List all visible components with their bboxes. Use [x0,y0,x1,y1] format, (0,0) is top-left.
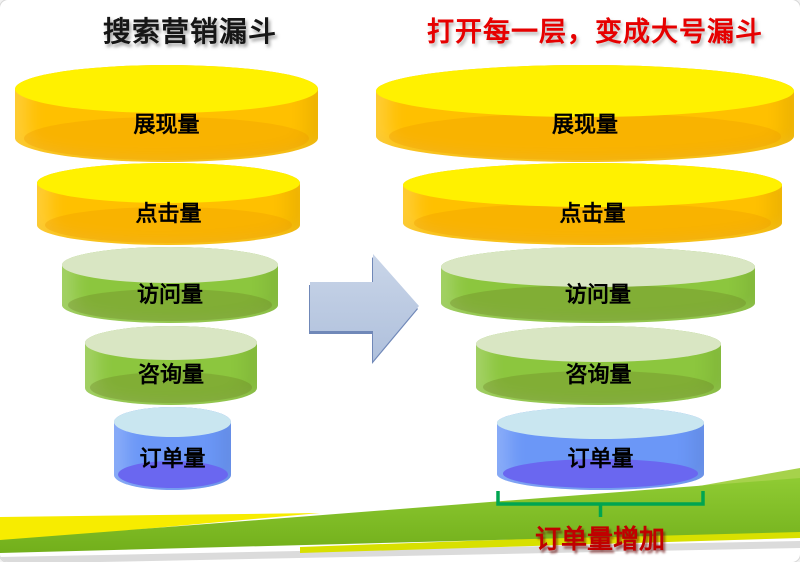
cylinder-bottom-ellipse [483,370,714,403]
funnel-layer-label: 访问量 [564,281,631,307]
left-funnel-title: 搜索营销漏斗 [102,16,277,47]
cylinder-bottom-ellipse [24,116,309,160]
funnel-layer-impressions: 展现量 [15,65,318,162]
funnel-layer-label: 咨询量 [565,362,632,388]
cylinder-top-ellipse [476,326,721,362]
cylinder-top-ellipse [376,65,794,117]
funnel-layer-inquiries: 咨询量 [85,326,257,405]
funnel-layer-label: 订单量 [139,445,206,471]
funnel-layer-label: 订单量 [567,445,634,471]
footer-yellow-wedge [0,513,320,542]
funnel-layer-label: 点击量 [559,201,626,227]
funnel-layer-label: 展现量 [551,112,618,138]
cylinder-top-ellipse [441,247,755,287]
funnel-layer-label: 展现量 [133,112,200,138]
cylinder-bottom-ellipse [44,207,293,243]
funnel-layer-label: 访问量 [136,281,203,307]
funnel-layer-visits: 访问量 [62,247,278,323]
brace-icon [496,491,705,517]
cylinder-top-ellipse [114,407,231,437]
cylinder-bottom-ellipse [68,288,272,321]
right-funnel-title: 打开每一层，变成大号漏斗 [427,17,763,47]
cylinder-bottom-ellipse [388,113,782,160]
right-arrow-icon [309,254,419,364]
funnel-layer-visits: 访问量 [441,247,755,323]
cylinder-bottom-ellipse [90,372,252,403]
cylinder-top-ellipse [62,247,278,283]
arrow-shadow-edge [309,257,418,364]
funnel-layer-orders: 订单量 [497,407,704,490]
funnel-layer-label: 咨询量 [137,362,204,388]
funnel-layer-clicks: 点击量 [403,163,782,245]
funnel-layer-impressions: 展现量 [376,65,794,162]
funnel-layer-label: 点击量 [135,201,202,227]
cylinder-top-ellipse [497,407,704,439]
funnel-layer-inquiries: 咨询量 [476,326,721,405]
cylinder-bottom-ellipse [414,203,771,243]
funnel-layer-orders: 订单量 [114,407,231,490]
funnel-layer-clicks: 点击量 [37,163,300,245]
cylinder-top-ellipse [37,163,300,203]
arrow-shape [310,254,419,361]
cylinder-bottom-ellipse [450,285,746,321]
cylinder-top-ellipse [85,326,257,360]
cylinder-top-ellipse [15,65,318,113]
cylinder-top-ellipse [403,163,782,207]
orders-increase-caption: 订单量增加 [534,524,665,554]
